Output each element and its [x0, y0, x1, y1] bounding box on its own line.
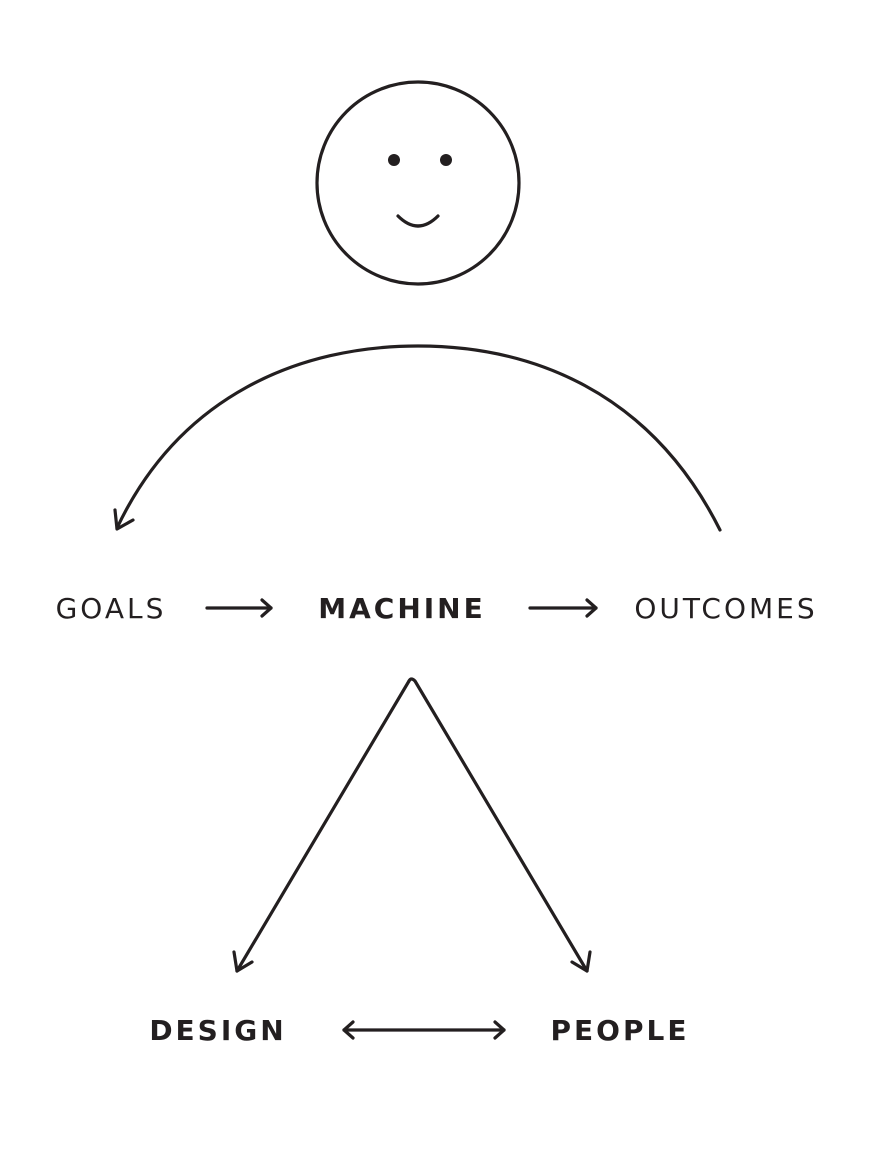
- right-eye: [440, 154, 452, 166]
- feedback-arc-arrow: [113, 344, 722, 532]
- goals-label: GOALS: [55, 592, 167, 625]
- face-outline: [315, 80, 521, 286]
- people-label: PEOPLE: [550, 1014, 690, 1047]
- design-label: DESIGN: [149, 1014, 287, 1047]
- outcomes-label: OUTCOMES: [634, 592, 818, 625]
- machine-to-outcomes-arrow: [528, 598, 598, 618]
- design-people-double-arrow: [342, 1020, 506, 1040]
- smiley-face-icon: [315, 80, 521, 286]
- smile-mouth: [396, 214, 440, 228]
- machine-label: MACHINE: [318, 592, 486, 625]
- left-eye: [388, 154, 400, 166]
- machine-to-people-arrow: [407, 677, 592, 973]
- goals-to-machine-arrow: [205, 598, 273, 618]
- machine-to-design-arrow: [232, 679, 411, 973]
